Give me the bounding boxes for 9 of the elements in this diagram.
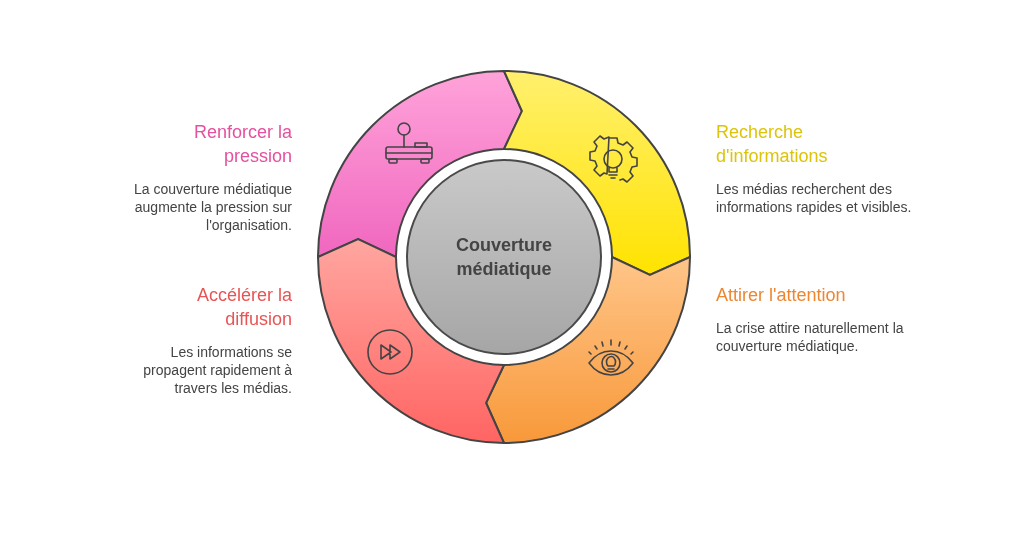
step-title: Renforcer la pression — [192, 121, 292, 168]
step-description: La crise attire naturellement la couverture médiatique. — [716, 319, 905, 355]
step-description: La couverture médiatique augmente la pression sur l'organisation. — [133, 180, 292, 234]
step-description: Les médias recherchent des informations rapides et visibles. — [716, 180, 913, 216]
step-description: Les informations se propagent rapidement à travers les médias. — [142, 343, 292, 397]
center-label: Couverture médiatique — [455, 234, 553, 281]
step-title: Attirer l'attention — [716, 284, 847, 307]
step-title: Accélérer la diffusion — [195, 284, 292, 331]
step-title: Recherche d'informations — [716, 121, 829, 168]
